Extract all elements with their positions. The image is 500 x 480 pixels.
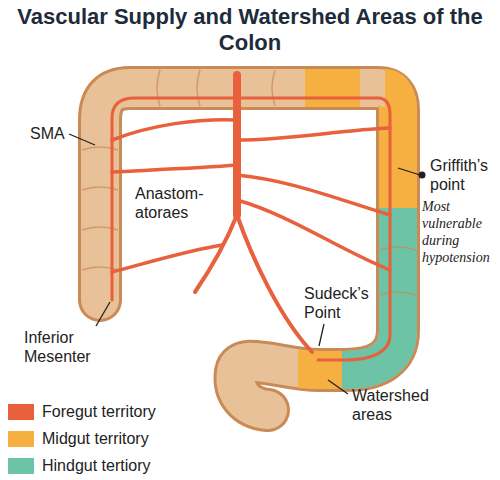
- haustra: [82, 70, 416, 295]
- artery-branch: [112, 245, 222, 272]
- legend-text: Hindgut tertiory: [42, 456, 151, 475]
- artery-label: Inferior Mesenter: [24, 328, 104, 366]
- title-block: Vascular Supply and Watershed Areas of t…: [10, 4, 490, 56]
- haustra-fold: [272, 70, 275, 106]
- label-anchor: Inferior Mesenter: [24, 328, 104, 366]
- haustra-fold: [197, 70, 200, 106]
- legend-text: Foregut territory: [42, 402, 156, 421]
- colon-wall: [100, 88, 398, 410]
- label-anchor: Most vulnerable during hypotension: [422, 198, 496, 266]
- label-anchor: Anastom- atoraes: [135, 184, 215, 222]
- leader-line: [328, 380, 348, 394]
- artery-branch: [112, 165, 237, 172]
- label-anchor: Sudeck’s Point: [304, 284, 379, 322]
- leader-line: [96, 302, 110, 326]
- artery-branch: [112, 120, 237, 140]
- artery-branch: [237, 128, 390, 140]
- leader-line: [69, 134, 95, 145]
- legend-entry: Hindgut tertiory: [8, 456, 228, 476]
- haustra-fold: [380, 247, 416, 250]
- point-label: Sudeck’s Point: [304, 284, 379, 322]
- haustra-fold: [157, 70, 160, 106]
- region-label: Watershed areas: [352, 386, 442, 424]
- legend-swatch: [8, 431, 34, 447]
- inferior-mesenteric-artery: [237, 215, 312, 352]
- leader-line: [398, 168, 420, 175]
- legend-swatch: [8, 404, 34, 420]
- colon: [82, 70, 416, 410]
- marginal-artery: [112, 98, 390, 360]
- arteries: [112, 75, 390, 360]
- anastomosis-label: Anastom- atoraes: [135, 184, 215, 222]
- aorta: [233, 75, 241, 215]
- midgut-segment: [305, 69, 360, 107]
- legend-swatch: [8, 458, 34, 474]
- artery-branch: [237, 200, 390, 270]
- griffith-point-dot: [419, 172, 426, 179]
- legend-text: Midgut territory: [42, 429, 149, 448]
- label-anchor: SMA: [30, 124, 80, 143]
- watershed-segment: [298, 369, 342, 370]
- point-label: Griffith’s point: [430, 156, 494, 194]
- leader-lines: [69, 134, 420, 394]
- diagram-title: Vascular Supply and Watershed Areas of t…: [10, 4, 490, 56]
- label-anchor: Watershed areas: [352, 386, 442, 424]
- leader-line: [319, 324, 324, 346]
- colon-outline: [100, 88, 398, 410]
- legend-entry: Foregut territory: [8, 402, 228, 422]
- haustra-fold: [380, 292, 416, 295]
- artery-trunk: [195, 215, 237, 292]
- note-label: Most vulnerable during hypotension: [422, 198, 496, 266]
- label-anchor: Griffith’s point: [430, 156, 494, 194]
- legend-entry: Midgut territory: [8, 429, 228, 449]
- artery-label: SMA: [30, 124, 80, 143]
